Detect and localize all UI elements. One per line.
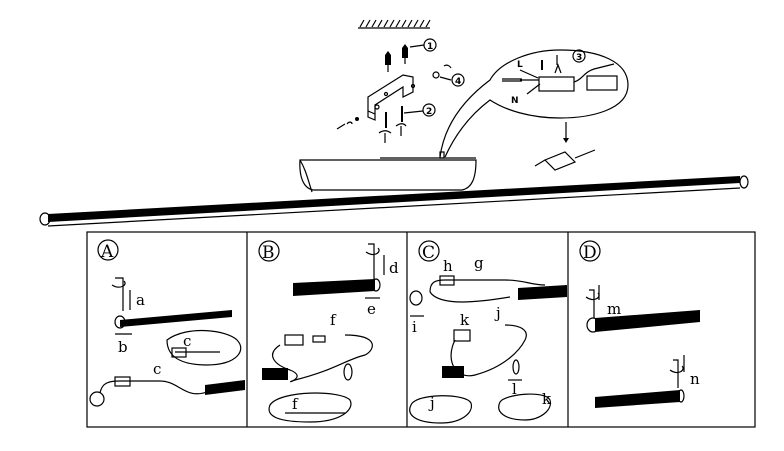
panel-c: C h g i k j l j k (409, 240, 567, 424)
svg-text:j: j (494, 304, 501, 322)
svg-text:k: k (542, 390, 552, 408)
svg-text:a: a (136, 291, 145, 309)
svg-text:m: m (607, 300, 621, 318)
callout-3: 3 (576, 53, 582, 63)
fluorescent-tube (39, 175, 749, 227)
callout-1: 1 (427, 42, 433, 52)
mounting-bracket (367, 74, 416, 121)
svg-text:f: f (330, 311, 337, 329)
svg-text:b: b (118, 338, 128, 356)
svg-text:g: g (474, 254, 484, 272)
svg-text:h: h (443, 257, 453, 275)
svg-text:B: B (262, 243, 275, 263)
svg-text:n: n (690, 370, 700, 388)
screw-icon (378, 106, 424, 143)
label-neutral: N (511, 96, 519, 106)
steps-frame (86, 231, 756, 428)
panel-b: B d e f f (258, 240, 399, 423)
terminal-connector (534, 122, 596, 171)
svg-text:l: l (512, 380, 517, 398)
svg-text:c: c (183, 332, 191, 350)
nut-icon (336, 64, 452, 130)
lamp-housing (299, 151, 477, 193)
svg-text:j: j (428, 394, 435, 412)
svg-text:f: f (292, 395, 299, 413)
svg-text:d: d (389, 259, 399, 277)
wiring-detail-bubble (439, 49, 629, 158)
svg-text:i: i (412, 318, 417, 336)
svg-text:A: A (100, 242, 114, 262)
panel-a: A a b c c (89, 239, 245, 407)
label-live: L (517, 60, 523, 70)
callout-4: 4 (455, 77, 461, 87)
svg-text:D: D (583, 243, 597, 263)
ceiling-hatch (358, 19, 431, 29)
svg-text:e: e (367, 300, 376, 318)
wall-anchor-icon (385, 44, 425, 72)
svg-text:k: k (460, 311, 470, 329)
svg-text:C: C (422, 243, 435, 263)
panel-d: D m n (579, 240, 700, 408)
svg-text:c: c (153, 360, 161, 378)
callout-2: 2 (426, 107, 432, 117)
